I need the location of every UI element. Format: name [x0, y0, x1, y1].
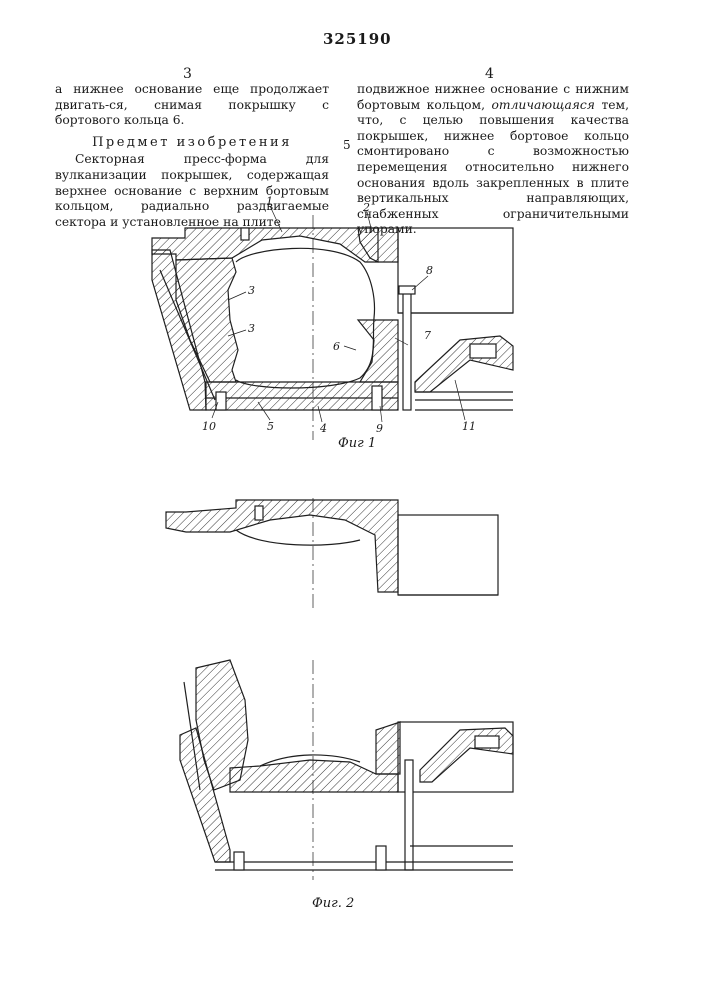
- figure-2-upper: [166, 498, 498, 610]
- label-5: 5: [267, 420, 274, 433]
- label-4: 4: [320, 422, 327, 435]
- label-9: 9: [376, 422, 383, 435]
- figure-2-caption: Фиг. 2: [312, 896, 354, 911]
- label-3a: 3: [248, 284, 255, 297]
- label-2: 2: [363, 201, 370, 214]
- label-3b: 3: [248, 322, 255, 335]
- label-10: 10: [202, 420, 216, 433]
- label-8: 8: [426, 264, 433, 277]
- figure-1: [152, 215, 513, 440]
- label-11: 11: [462, 420, 476, 433]
- figure-2-lower: [180, 660, 513, 880]
- figure-1-caption: Фиг 1: [338, 436, 376, 451]
- label-7: 7: [424, 329, 431, 342]
- label-6: 6: [333, 340, 340, 353]
- label-1: 1: [266, 195, 273, 208]
